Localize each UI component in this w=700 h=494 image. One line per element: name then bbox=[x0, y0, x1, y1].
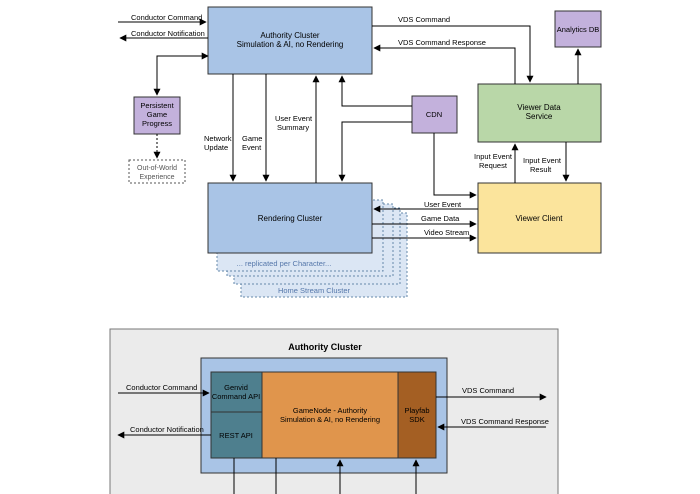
viewer-client-label: Viewer Client bbox=[516, 214, 564, 223]
cdn-label: CDN bbox=[426, 110, 442, 119]
label-bottom-conductor-notification: Conductor Notification bbox=[130, 425, 204, 434]
analytics-db-node[interactable]: Analytics DB bbox=[554, 10, 602, 48]
viewer-data-service-line2: Service bbox=[526, 112, 553, 121]
label-game-event-2: Event bbox=[242, 143, 262, 152]
persistent-game-progress-node[interactable]: Persistent Game Progress bbox=[133, 96, 181, 135]
persistent-label-line1: Persistent bbox=[140, 101, 174, 110]
label-bottom-conductor-command: Conductor Command bbox=[126, 383, 197, 392]
authority-cluster-subtitle: Simulation & AI, no Rendering bbox=[237, 40, 344, 49]
genvid-command-api-node[interactable]: Genvid Command API bbox=[210, 371, 263, 413]
label-network-update-2: Update bbox=[204, 143, 228, 152]
edge-cdn-rendering bbox=[338, 121, 412, 182]
viewer-client-node[interactable]: Viewer Client bbox=[477, 182, 602, 254]
label-bottom-vds-command: VDS Command bbox=[462, 386, 514, 395]
bottom-edge-labels: Conductor Command Conductor Notification… bbox=[126, 383, 549, 434]
edge-cdn-viewer bbox=[433, 133, 477, 199]
authority-cluster-title: Authority Cluster bbox=[260, 31, 319, 40]
rendering-cluster-node[interactable]: Rendering Cluster bbox=[207, 182, 373, 254]
label-bottom-vds-command-response: VDS Command Response bbox=[461, 417, 549, 426]
genvid-label-line2: Command API bbox=[212, 392, 260, 401]
label-input-event-result-2: Result bbox=[530, 165, 552, 174]
rendering-cluster-label: Rendering Cluster bbox=[258, 214, 323, 223]
authority-cluster-node[interactable]: Authority Cluster Simulation & AI, no Re… bbox=[207, 6, 373, 75]
label-vds-command-response: VDS Command Response bbox=[398, 38, 486, 47]
gamenode-node[interactable]: GameNode - Authority Simulation & AI, no… bbox=[261, 371, 399, 459]
label-vds-command: VDS Command bbox=[398, 15, 450, 24]
analytics-db-label: Analytics DB bbox=[557, 25, 600, 34]
viewer-data-service-line1: Viewer Data bbox=[517, 103, 561, 112]
home-stream-cluster-label: Home Stream Cluster bbox=[278, 286, 351, 295]
label-conductor-notification: Conductor Notification bbox=[131, 29, 205, 38]
persistent-label-line3: Progress bbox=[142, 119, 172, 128]
label-network-update-1: Network bbox=[204, 134, 232, 143]
authority-cluster-panel-title: Authority Cluster bbox=[288, 342, 362, 352]
out-of-world-line2: Experience bbox=[139, 174, 174, 181]
edge-vds-command bbox=[372, 25, 534, 83]
rest-api-label: REST API bbox=[219, 431, 253, 440]
persistent-label-line2: Game bbox=[147, 110, 167, 119]
gamenode-label-line2: Simulation & AI, no Rendering bbox=[280, 415, 380, 424]
playfab-sdk-node[interactable]: Playfab SDK bbox=[397, 371, 437, 459]
authority-cluster-detail: Authority Cluster Genvid Command API RES… bbox=[109, 328, 559, 494]
label-conductor-command: Conductor Command bbox=[131, 13, 202, 22]
cdn-node[interactable]: CDN bbox=[411, 95, 458, 134]
playfab-label-line1: Playfab bbox=[404, 406, 429, 415]
playfab-label-line2: SDK bbox=[409, 415, 424, 424]
label-user-event: User Event bbox=[424, 200, 462, 209]
edge-cdn-authority bbox=[338, 75, 412, 107]
bottom-edges bbox=[117, 389, 547, 494]
out-of-world-line1: Out-of-World bbox=[137, 165, 177, 172]
rest-api-node[interactable]: REST API bbox=[210, 411, 263, 459]
replicated-label: ... replicated per Character... bbox=[237, 259, 332, 268]
genvid-label-line1: Genvid bbox=[224, 383, 248, 392]
label-game-data: Game Data bbox=[421, 214, 460, 223]
label-user-event-summary-2: Summary bbox=[277, 123, 309, 132]
out-of-world-node[interactable]: Out-of-World Experience bbox=[128, 159, 186, 184]
label-input-event-result-1: Input Event bbox=[523, 156, 562, 165]
label-input-event-request-1: Input Event bbox=[474, 152, 513, 161]
top-edge-labels: Conductor Command Conductor Notification… bbox=[131, 13, 562, 237]
label-game-event-1: Game bbox=[242, 134, 262, 143]
viewer-data-service-node[interactable]: Viewer Data Service bbox=[477, 83, 602, 143]
label-input-event-request-2: Request bbox=[479, 161, 508, 170]
gamenode-label-line1: GameNode - Authority bbox=[293, 406, 367, 415]
edge-vds-command-response bbox=[373, 44, 516, 84]
top-edges bbox=[118, 18, 582, 242]
label-video-stream: Video Stream bbox=[424, 228, 469, 237]
label-user-event-summary-1: User Event bbox=[275, 114, 313, 123]
edge-authority-persistent bbox=[153, 52, 209, 96]
